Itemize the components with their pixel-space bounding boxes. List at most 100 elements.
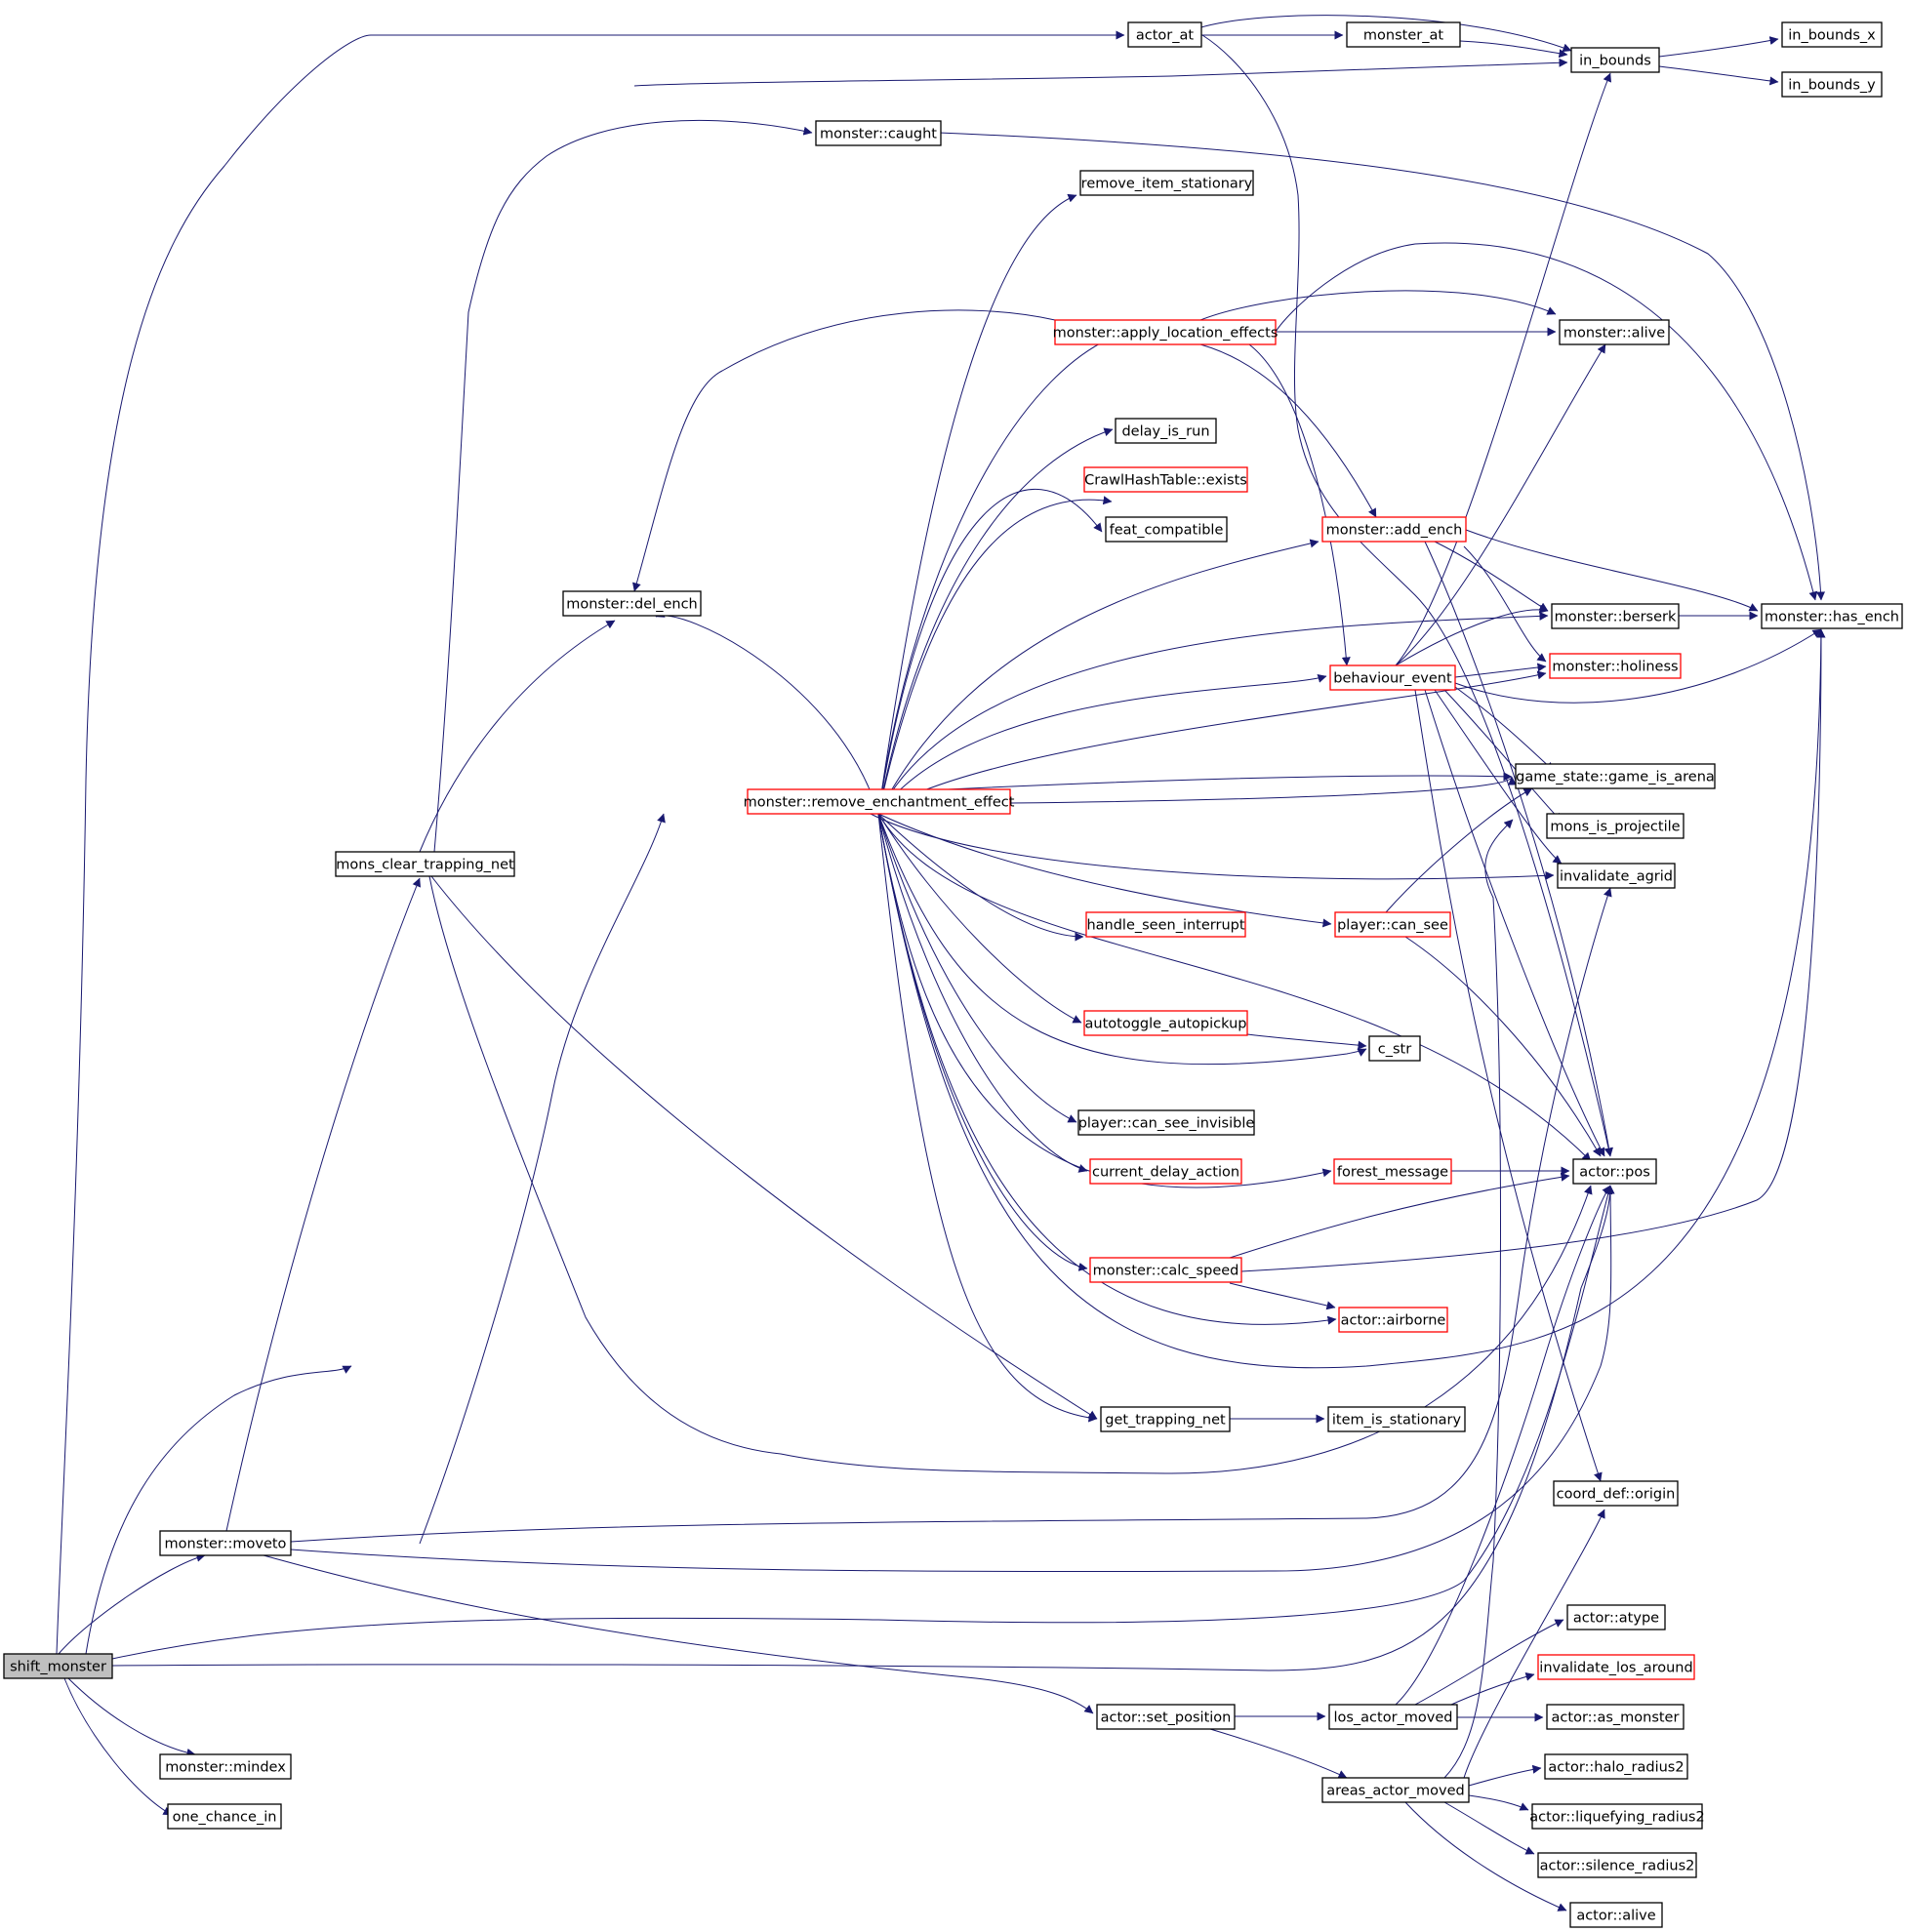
node-box [747,788,1011,815]
call-edge [85,1365,352,1655]
node-label: monster::holiness [1552,660,1678,675]
node-label: in_bounds_x [1788,28,1876,44]
node-halo-radius2[interactable]: actor::halo_radius2 [1544,1753,1688,1780]
node-box [1105,516,1228,543]
node-apply-location-effects[interactable]: monster::apply_location_effects [1053,319,1279,345]
node-delay-is-run[interactable]: delay_is_run [1115,418,1217,444]
call-edge [1385,787,1533,913]
node-del-ench[interactable]: monster::del_ench [562,590,702,617]
call-edge [1240,628,1826,1272]
call-edge [1454,686,1555,772]
node-as-monster[interactable]: actor::as_monster [1546,1704,1685,1730]
call-edge [1248,343,1351,666]
call-edge [877,670,1547,815]
node-mons-clear-trapping-net[interactable]: mons_clear_trapping_net [335,851,515,877]
node-can-see-invisible[interactable]: player::can_see_invisible [1077,1109,1255,1136]
call-edge [877,611,1549,815]
node-remove-enchantment-effect[interactable]: monster::remove_enchantment_effect [744,788,1015,815]
node-silence-radius2[interactable]: actor::silence_radius2 [1537,1852,1697,1878]
node-label: actor::as_monster [1552,1711,1680,1726]
node-origin[interactable]: coord_def::origin [1553,1480,1679,1507]
call-edge [877,330,1129,815]
call-edge [877,674,1327,815]
node-alive[interactable]: monster::alive [1559,319,1670,345]
node-box [1328,1704,1458,1730]
node-feat-compatible[interactable]: feat_compatible [1105,516,1228,543]
call-edge [56,30,1125,1655]
node-in-bounds-x[interactable]: in_bounds_x [1781,21,1883,48]
node-atype[interactable]: actor::atype [1566,1604,1666,1630]
node-actor-pos[interactable]: actor::pos [1572,1158,1657,1185]
node-box [1559,319,1670,345]
node-holiness[interactable]: monster::holiness [1549,653,1682,679]
node-mons-is-projectile[interactable]: mons_is_projectile [1546,813,1685,839]
call-edge [1465,529,1759,612]
node-current-delay-action[interactable]: current_delay_action [1089,1158,1242,1185]
call-edge [877,813,1098,1423]
node-mindex[interactable]: monster::mindex [159,1753,292,1780]
node-label: actor::alive [1576,1909,1655,1924]
node-actor-alive[interactable]: actor::alive [1569,1902,1663,1928]
call-edge [111,1185,1615,1671]
node-in-bounds[interactable]: in_bounds [1570,47,1660,73]
call-edge [1229,1282,1336,1310]
node-c-str[interactable]: c_str [1368,1035,1421,1062]
call-edge [1199,290,1557,321]
node-actor-at[interactable]: actor_at [1127,21,1202,48]
node-box [1368,1035,1421,1062]
node-in-bounds-y[interactable]: in_bounds_y [1781,71,1883,98]
node-areas-actor-moved[interactable]: areas_actor_moved [1321,1777,1470,1803]
node-forest-message[interactable]: forest_message [1333,1158,1452,1185]
node-label: actor::silence_radius2 [1540,1859,1695,1874]
node-label: monster::calc_speed [1093,1264,1239,1279]
node-item-is-stationary[interactable]: item_is_stationary [1327,1406,1466,1432]
node-monster-at[interactable]: monster_at [1346,21,1461,48]
node-label: actor::set_position [1101,1711,1232,1726]
node-add-ench[interactable]: monster::add_ench [1321,516,1467,543]
call-edge [1395,72,1612,666]
node-label: mons_is_projectile [1550,820,1680,835]
node-label: CrawlHashTable::exists [1084,473,1247,489]
node-label: forest_message [1337,1165,1448,1181]
node-moveto[interactable]: monster::moveto [159,1530,292,1556]
node-get-trapping-net[interactable]: get_trapping_net [1100,1406,1231,1432]
node-box [1544,1753,1688,1780]
node-invalidate-agrid[interactable]: invalidate_agrid [1557,863,1676,889]
node-has-ench[interactable]: monster::has_ench [1761,603,1903,629]
node-caught[interactable]: monster::caught [815,120,942,146]
node-handle-seen-interrupt[interactable]: handle_seen_interrupt [1085,911,1246,938]
node-box [1338,1307,1448,1333]
node-shift-monster[interactable]: shift_monster [3,1653,113,1679]
node-airborne[interactable]: actor::airborne [1338,1307,1448,1333]
node-label: c_str [1378,1042,1411,1058]
node-set-position[interactable]: actor::set_position [1096,1704,1236,1730]
node-remove-item-stationary[interactable]: remove_item_stationary [1079,170,1254,196]
node-calc-speed[interactable]: monster::calc_speed [1089,1257,1242,1283]
node-autotoggle-autopickup[interactable]: autotoggle_autopickup [1083,1010,1248,1036]
call-edge [1246,1033,1367,1050]
node-game-is-arena[interactable]: game_state::game_is_arena [1515,763,1716,789]
call-edge [111,1185,1613,1660]
node-box [1557,863,1676,889]
node-liquefying-radius2[interactable]: actor::liquefying_radius2 [1529,1803,1705,1830]
call-edge [1459,40,1568,59]
call-edge [419,620,616,853]
call-edge [1434,689,1563,865]
node-behaviour-event[interactable]: behaviour_event [1329,664,1456,691]
node-berserk[interactable]: monster::berserk [1551,603,1680,629]
call-edge [1454,628,1822,704]
node-label: in_bounds [1579,54,1651,69]
node-box [159,1530,292,1556]
call-edge [877,813,1088,1271]
node-label: mons_clear_trapping_net [336,858,514,873]
node-one-chance-in[interactable]: one_chance_in [167,1803,282,1830]
node-crawlhash-exists[interactable]: CrawlHashTable::exists [1083,466,1248,493]
node-label: monster_at [1363,28,1443,44]
node-player-can-see[interactable]: player::can_see [1334,911,1451,938]
node-label: monster::berserk [1555,610,1677,625]
node-box [159,1753,292,1780]
node-box [1572,1158,1657,1185]
node-los-actor-moved[interactable]: los_actor_moved [1328,1704,1458,1730]
node-invalidate-los-around[interactable]: invalidate_los_around [1537,1654,1695,1680]
node-box [3,1653,113,1679]
